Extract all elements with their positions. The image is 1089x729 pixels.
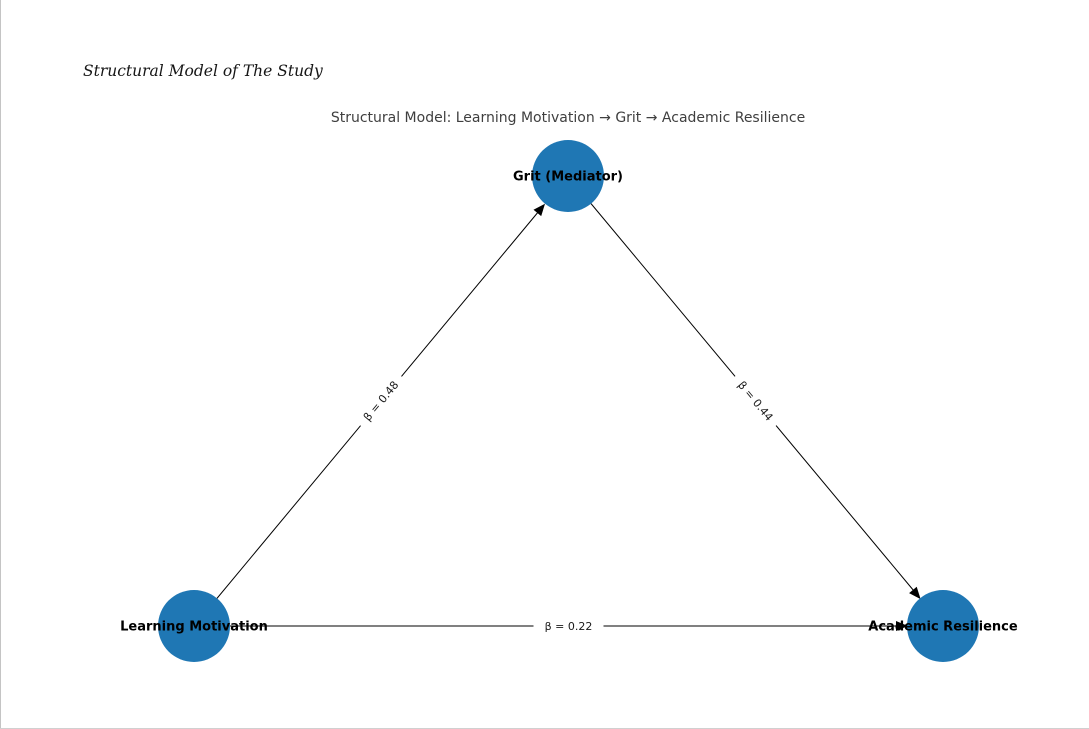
edge-label-beta-048: β = 0.48 (353, 370, 409, 432)
document-heading: Structural Model of The Study (83, 62, 323, 80)
page-left-border (0, 0, 1, 729)
edge-label-text-grit-ar: β = 0.44 (735, 379, 776, 424)
edge-label-text-lm-grit: β = 0.48 (361, 379, 401, 424)
node-learning-motivation (158, 590, 230, 662)
figure-title: Structural Model: Learning Motivation → … (331, 110, 805, 126)
node-label-learning-motivation: Learning Motivation (120, 620, 268, 635)
edge-label-beta-044: β = 0.44 (728, 370, 783, 432)
node-grit-mediator (532, 140, 604, 212)
arrowhead-into-academic-resilience-direct (896, 621, 908, 631)
arrowhead-into-academic-resilience (909, 586, 921, 600)
node-academic-resilience (907, 590, 979, 662)
edge-label-bg (533, 617, 604, 635)
edge-label-beta-022: β = 0.22 (533, 617, 604, 635)
edge-label-bg (728, 370, 783, 432)
node-label-academic-resilience: Academic Resilience (868, 620, 1018, 635)
edge-label-bg (353, 370, 409, 432)
node-label-grit-mediator: Grit (Mediator) (513, 170, 623, 185)
arrowhead-into-grit (533, 203, 545, 217)
edge-label-text-lm-ar: β = 0.22 (545, 620, 593, 633)
